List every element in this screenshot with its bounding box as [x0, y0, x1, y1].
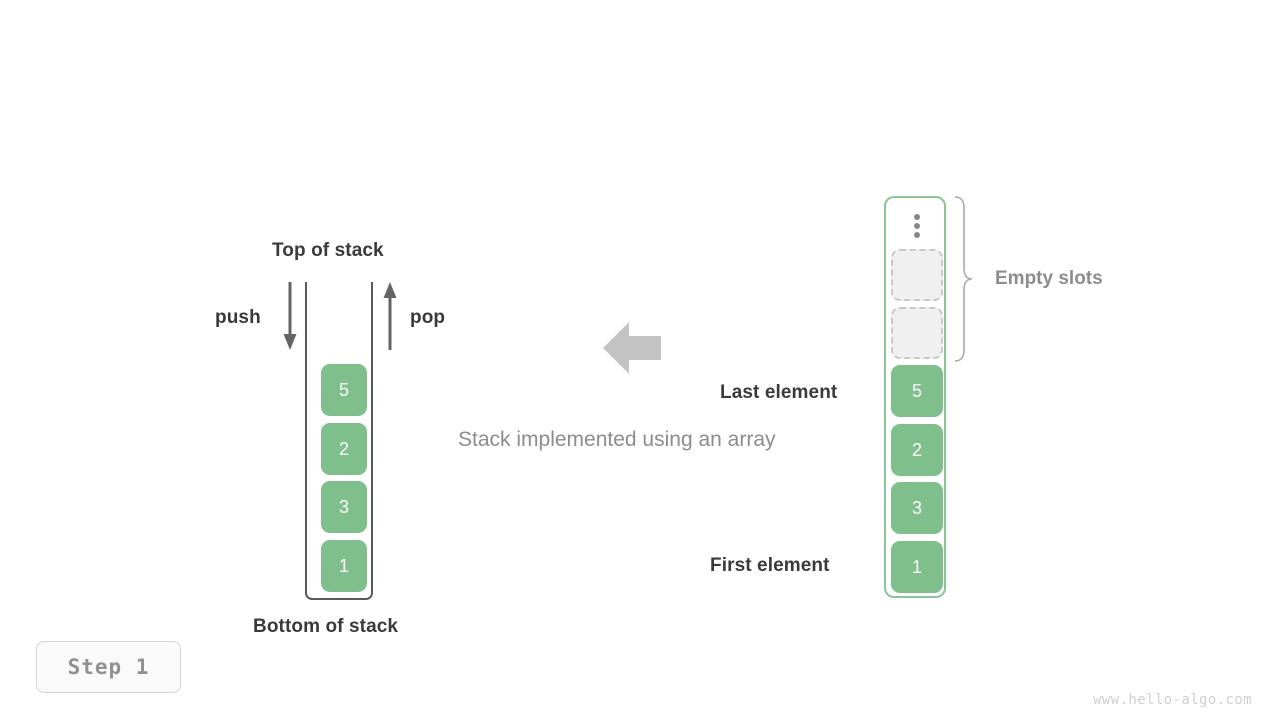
empty-slots-brace — [954, 196, 973, 362]
step-badge: Step 1 — [36, 641, 181, 693]
stack-cell: 1 — [321, 540, 367, 592]
array-cell-empty — [891, 249, 943, 301]
watermark: www.hello-algo.com — [1093, 692, 1252, 708]
array-cell-empty — [891, 307, 943, 359]
stack-cell: 2 — [321, 423, 367, 475]
diagram-caption: Stack implemented using an array — [458, 428, 776, 451]
vertical-ellipsis-icon — [911, 214, 923, 238]
top-of-stack-label: Top of stack — [272, 240, 384, 261]
pop-arrow-icon — [383, 282, 397, 350]
stack-cell: 5 — [321, 364, 367, 416]
array-container: 5 2 3 1 — [884, 196, 946, 598]
empty-slots-label: Empty slots — [995, 268, 1103, 289]
push-arrow-icon — [283, 282, 297, 350]
last-element-label: Last element — [720, 382, 838, 403]
array-cell: 5 — [891, 365, 943, 417]
stack-cell: 3 — [321, 481, 367, 533]
first-element-label: First element — [710, 555, 830, 576]
bottom-of-stack-label: Bottom of stack — [253, 616, 399, 637]
push-label: push — [215, 307, 261, 328]
pop-label: pop — [410, 307, 446, 328]
array-cell: 2 — [891, 424, 943, 476]
stack-container: 5 2 3 1 — [305, 282, 373, 600]
array-cell: 3 — [891, 482, 943, 534]
array-cell: 1 — [891, 541, 943, 593]
left-pointing-arrow-icon — [603, 322, 661, 374]
